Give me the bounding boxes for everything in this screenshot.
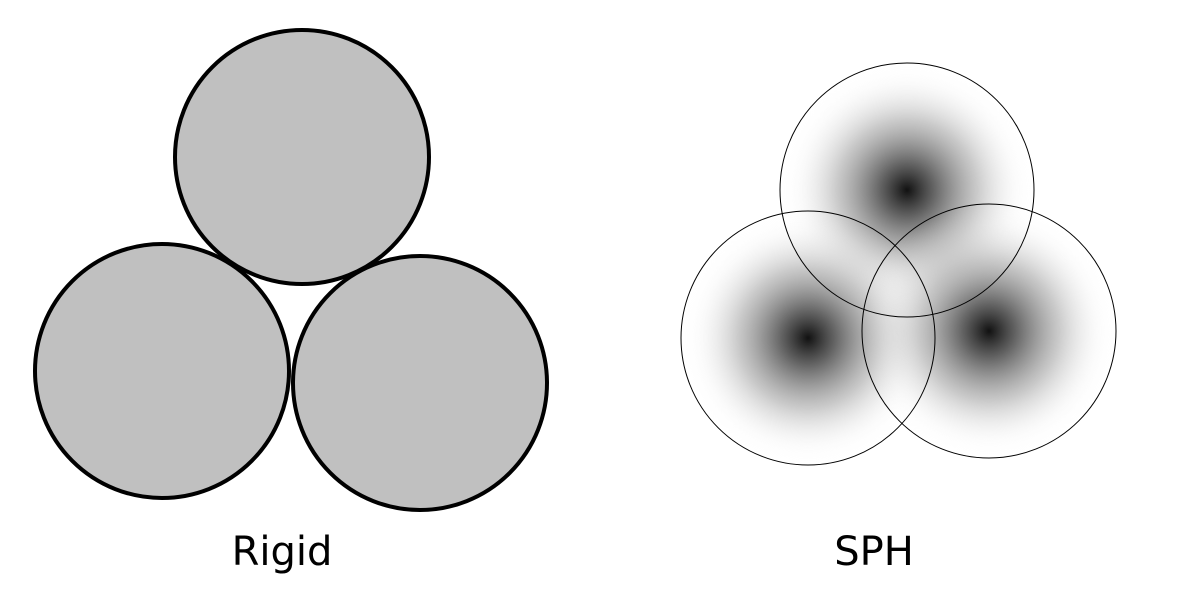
rigid-particle-right (291, 254, 549, 512)
rigid-panel (33, 28, 549, 512)
rigid-particle-top (173, 28, 431, 286)
sph-boundary-right (861, 203, 1117, 459)
sph-boundary-top (779, 62, 1035, 318)
sph-kernel-left (681, 211, 935, 465)
sph-panel (680, 62, 1117, 466)
sph-label: SPH (834, 529, 914, 575)
rigid-label: Rigid (231, 529, 333, 575)
sph-kernel-right (862, 204, 1116, 458)
rigid-particle-left (33, 242, 291, 500)
sph-boundary-left (680, 210, 936, 466)
